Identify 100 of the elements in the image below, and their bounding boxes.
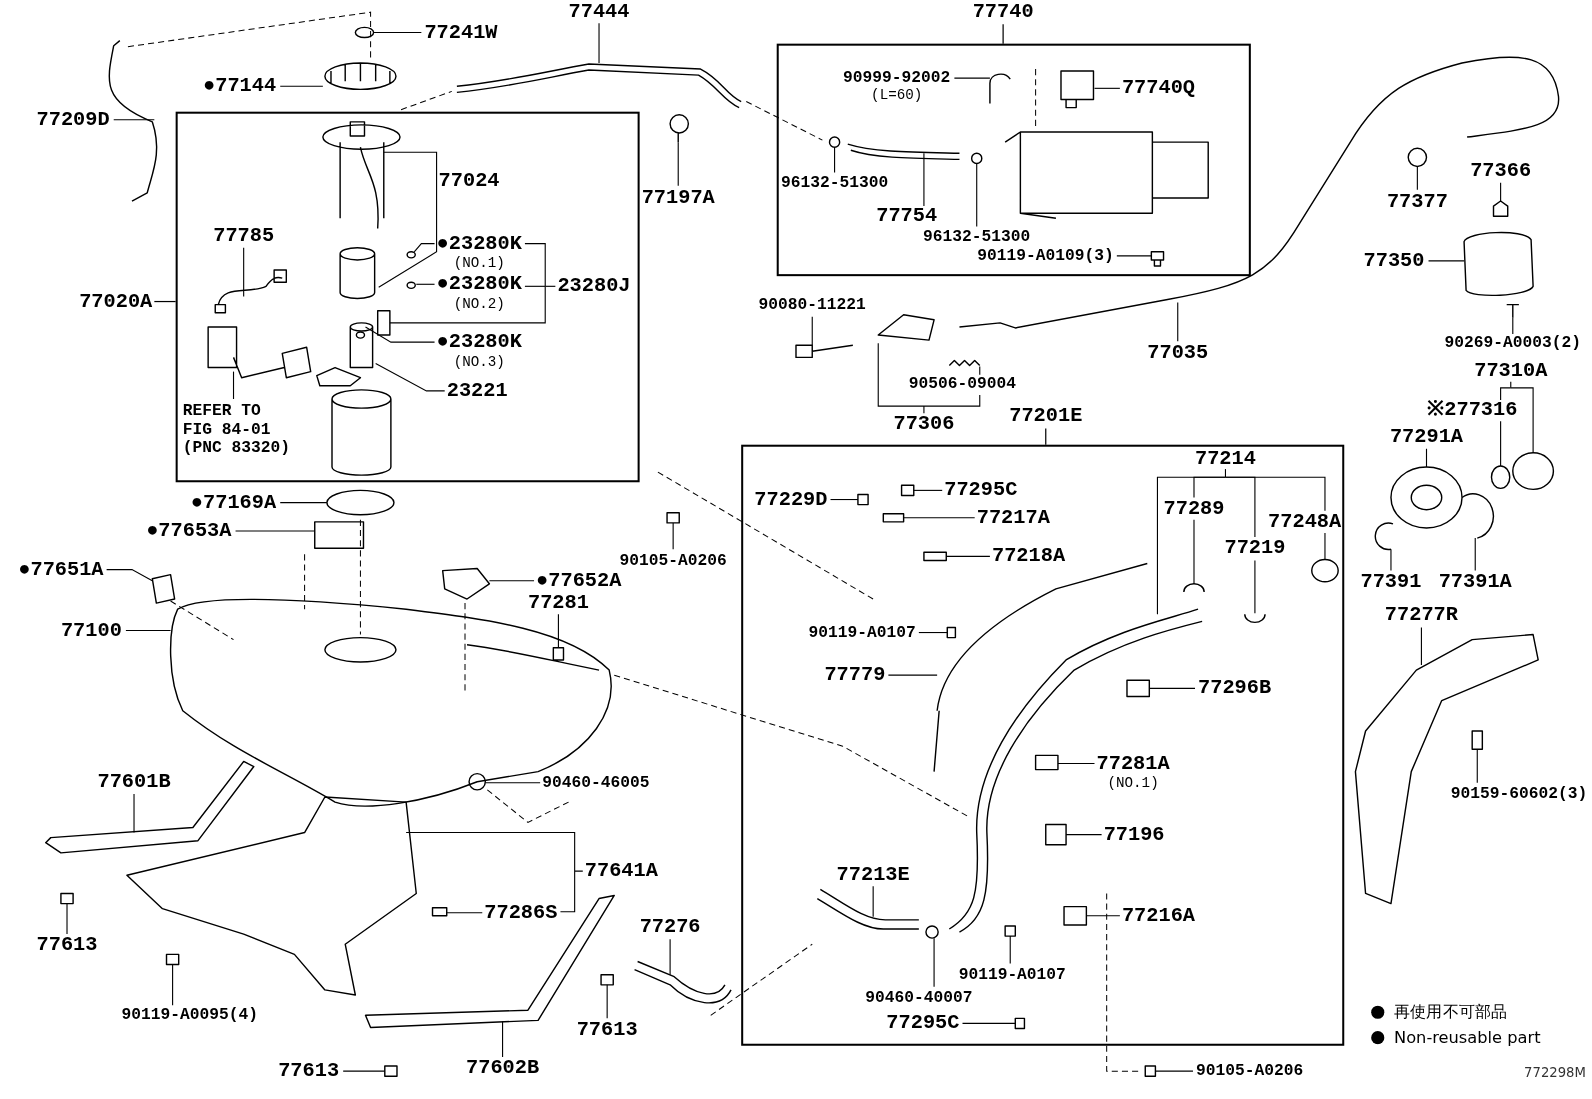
part-number: 77295C bbox=[944, 479, 1018, 502]
leader-line bbox=[598, 22, 600, 64]
part-number: 77229D bbox=[754, 488, 828, 511]
leader-line bbox=[279, 502, 328, 504]
leader-line bbox=[378, 151, 438, 288]
leader-line bbox=[232, 371, 235, 400]
leader-line bbox=[342, 1070, 386, 1072]
part-number: 77196 bbox=[1103, 823, 1165, 846]
leader-line bbox=[1154, 1070, 1194, 1072]
part-number: 77291A bbox=[1389, 425, 1464, 448]
leader-line bbox=[66, 903, 68, 935]
leader-line bbox=[1093, 87, 1121, 89]
leader-line bbox=[672, 522, 674, 550]
leader-line bbox=[1057, 762, 1096, 765]
part-number: 77641A bbox=[584, 859, 658, 883]
leader-line bbox=[389, 285, 546, 324]
leader-line bbox=[1474, 537, 1476, 572]
part-number: 77286S bbox=[484, 901, 558, 924]
bracket-line bbox=[1224, 468, 1227, 478]
part-number: 90999-92002 bbox=[843, 69, 951, 88]
leader-line bbox=[502, 1020, 504, 1058]
assembly-part-number: 77020A bbox=[79, 290, 153, 313]
part-number: 90105-A0206 bbox=[619, 551, 727, 570]
leader-line bbox=[923, 152, 925, 207]
part-number: 77276 bbox=[639, 915, 701, 939]
part-number: 96132-51300 bbox=[780, 173, 889, 192]
part-number: 77613 bbox=[576, 1018, 638, 1041]
leader-line bbox=[1009, 935, 1011, 965]
leader-line bbox=[279, 85, 324, 87]
part-number: 77241W bbox=[424, 21, 498, 44]
legend-text: 再使用不可部品 bbox=[1394, 1002, 1508, 1023]
part-number: ●23280K bbox=[436, 331, 522, 354]
leader-line bbox=[1390, 548, 1392, 572]
part-number: ●77653A bbox=[146, 519, 232, 543]
leader-line bbox=[887, 674, 938, 676]
assembly-part-number: 77201E bbox=[1009, 405, 1083, 428]
part-number: 77035 bbox=[1147, 342, 1209, 365]
part-number: 77024 bbox=[438, 169, 500, 192]
leader-line bbox=[557, 613, 559, 649]
leader-line bbox=[669, 938, 671, 976]
part-number: 77391A bbox=[1438, 570, 1512, 593]
part-number: 77100 bbox=[60, 619, 122, 642]
part-number: 77601B bbox=[97, 770, 171, 793]
part-number: 90105-A0206 bbox=[1196, 1062, 1304, 1081]
leader-line bbox=[1116, 255, 1152, 257]
leader-line bbox=[834, 146, 836, 174]
part-number: 77779 bbox=[824, 664, 886, 687]
leader-line bbox=[375, 362, 446, 392]
leader-line bbox=[829, 498, 859, 501]
drawing-number: 772298M bbox=[1524, 1064, 1586, 1083]
part-number: 23221 bbox=[446, 379, 508, 403]
part-number: 77281A bbox=[1096, 752, 1170, 775]
part-number: 90119-A0095(4) bbox=[121, 1006, 259, 1025]
part-number: 77209D bbox=[36, 108, 110, 131]
leader-line bbox=[243, 247, 245, 298]
leader-line bbox=[1193, 519, 1195, 585]
part-note: (NO.1) bbox=[452, 254, 506, 272]
leader-line bbox=[1425, 448, 1428, 468]
leader-line bbox=[1224, 476, 1326, 512]
part-number: 96132-51300 bbox=[923, 227, 1031, 246]
part-number: 77218A bbox=[991, 545, 1066, 568]
part-number: 77377 bbox=[1386, 190, 1448, 214]
part-number: 77306 bbox=[893, 413, 955, 436]
leader-line bbox=[877, 342, 981, 414]
leader-line bbox=[125, 629, 172, 632]
leader-line bbox=[918, 631, 948, 634]
leader-line bbox=[811, 316, 813, 346]
part-number: 77296B bbox=[1198, 677, 1272, 700]
part-number: 77281 bbox=[527, 591, 589, 615]
leader-line bbox=[446, 912, 483, 914]
part-number: 90119-A0109(3) bbox=[977, 246, 1114, 265]
part-number: 90119-A0107 bbox=[958, 965, 1066, 984]
part-note: (NO.3) bbox=[452, 353, 506, 370]
part-number: ●77169A bbox=[190, 491, 277, 514]
leader-line bbox=[933, 937, 935, 988]
leader-line bbox=[903, 517, 976, 519]
leader-line bbox=[1476, 748, 1478, 784]
part-number: 77785 bbox=[213, 224, 275, 247]
part-note: (L=60) bbox=[870, 87, 924, 104]
leader-line bbox=[106, 569, 153, 582]
leader-line bbox=[1254, 559, 1256, 614]
part-note: (NO.2) bbox=[452, 295, 506, 312]
leader-line bbox=[1324, 532, 1326, 560]
leader-line bbox=[1065, 834, 1103, 836]
part-number: 77213E bbox=[836, 864, 910, 887]
reference-note: REFER TO FIG 84-01 (PNC 83320) bbox=[182, 402, 295, 457]
part-number: 90506-09004 bbox=[908, 374, 1016, 393]
bracket-line bbox=[544, 285, 556, 287]
part-number: ※277316 bbox=[1427, 399, 1518, 422]
part-number: ●23280K bbox=[436, 273, 522, 296]
leader-line bbox=[913, 489, 943, 491]
leader-line bbox=[1148, 687, 1196, 689]
part-number: 77350 bbox=[1363, 249, 1425, 273]
assembly-part-number: 77740 bbox=[972, 1, 1034, 24]
leader-line bbox=[1420, 626, 1422, 666]
part-number: 77295C bbox=[886, 1012, 960, 1035]
part-number: 77248A bbox=[1268, 510, 1342, 534]
leader-line bbox=[484, 782, 541, 784]
part-number: 77216A bbox=[1121, 904, 1195, 927]
part-number: 23280J bbox=[557, 275, 631, 298]
